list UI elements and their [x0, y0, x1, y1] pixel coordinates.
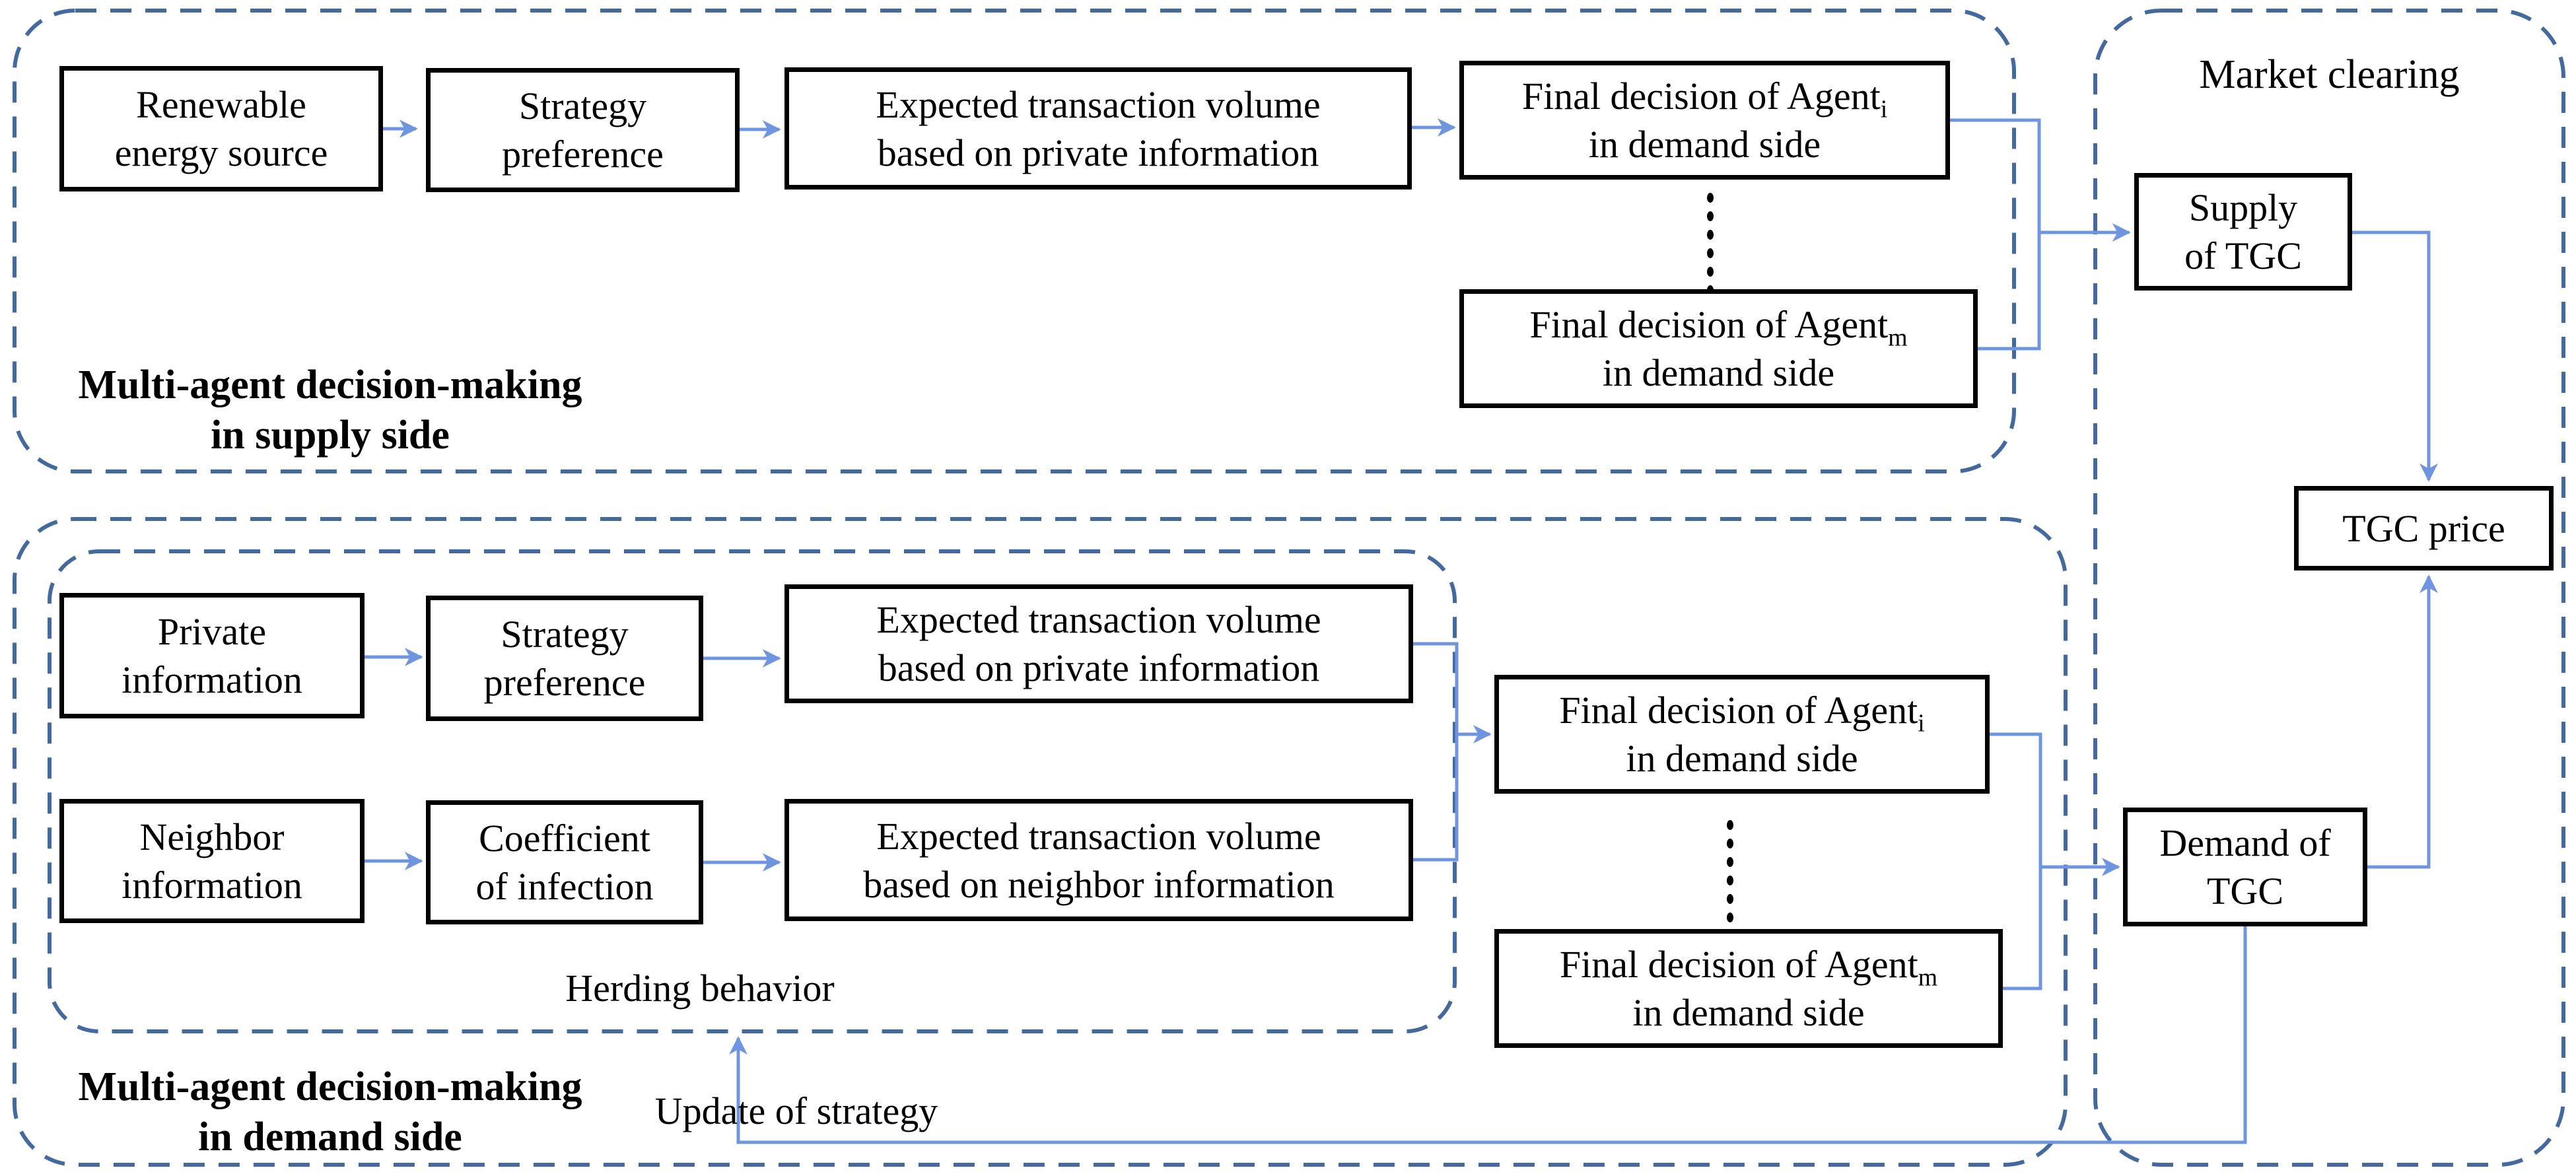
- neighbor-information-box: Neighbor information: [59, 799, 365, 923]
- supply-section-container: [13, 9, 2016, 473]
- box-line: preference: [502, 133, 664, 176]
- demand-of-tgc-box: Demand of TGC: [2123, 808, 2367, 926]
- box-line: information: [122, 658, 302, 701]
- box-line: Strategy: [501, 613, 629, 656]
- box-line: Private: [157, 610, 267, 653]
- supply-of-tgc-box: Supply of TGC: [2134, 173, 2352, 291]
- arrow-demand-tgc-to-price: [2367, 574, 2438, 869]
- box-line: based on neighbor information: [863, 862, 1335, 906]
- herding-behavior-label: Herding behavior: [565, 967, 835, 1010]
- box-line: Demand of: [2159, 821, 2331, 864]
- box-line: Strategy: [518, 85, 647, 127]
- expected-volume-private-supply-box: Expected transaction volume based on pri…: [784, 67, 1412, 190]
- expected-volume-neighbor-demand-box: Expected transaction volume based on nei…: [784, 799, 1413, 921]
- box-line: Final decision of Agentm: [1529, 303, 1908, 352]
- supply-section-label: Multi-agent decision-making in supply si…: [78, 363, 582, 458]
- arrow-supply-tgc-to-price: [2352, 230, 2438, 482]
- box-line: Neighbor: [139, 815, 285, 858]
- box-line: in demand side: [1632, 991, 1865, 1034]
- box-line: Supply: [2188, 186, 2298, 229]
- box-line: Final decision of Agenti: [1521, 75, 1888, 123]
- box-line: Expected transaction volume: [876, 814, 1321, 858]
- agent-subscript: i: [1918, 709, 1925, 738]
- expected-volumes-merge-bus: [1413, 642, 1459, 862]
- final-decision-agent-m-demand-box: Final decision of Agentm in demand side: [1494, 929, 2003, 1048]
- box-line: energy source: [114, 131, 328, 174]
- tgc-price-box: TGC price: [2294, 486, 2554, 570]
- box-line: based on private information: [878, 646, 1320, 689]
- box-line: Final decision of Agenti: [1559, 689, 1925, 738]
- final-decision-agent-i-demand-box: Final decision of Agenti in demand side: [1494, 675, 1990, 794]
- demand-section-container: [13, 517, 2068, 1167]
- box-line: in demand side: [1602, 351, 1835, 394]
- box-line: TGC: [2207, 870, 2283, 913]
- expected-volume-private-demand-box: Expected transaction volume based on pri…: [784, 584, 1413, 703]
- private-information-box: Private information: [59, 593, 365, 718]
- ellipsis-dots-supply: [1707, 193, 1714, 295]
- final-decision-agent-m-supply-box: Final decision of Agentm in demand side: [1459, 289, 1978, 408]
- box-line: Final decision of Agentm: [1559, 943, 1938, 992]
- box-line: Renewable: [136, 83, 306, 126]
- box-line: based on private information: [877, 131, 1319, 174]
- box-line: in demand side: [1626, 737, 1858, 780]
- market-clearing-container: [2093, 9, 2565, 1167]
- box-line: of TGC: [2184, 234, 2302, 277]
- box-line: Coefficient: [479, 817, 650, 860]
- box-line: Expected transaction volume: [876, 598, 1321, 641]
- agent-subscript: m: [1888, 324, 1908, 352]
- herding-behavior-container: [48, 549, 1457, 1033]
- strategy-preference-demand-box: Strategy preference: [426, 596, 703, 721]
- demand-section-label: Multi-agent decision-making in demand si…: [78, 1064, 582, 1159]
- box-line: information: [122, 864, 302, 907]
- strategy-preference-supply-box: Strategy preference: [426, 68, 740, 192]
- renewable-energy-source-box: Renewable energy source: [59, 66, 383, 191]
- box-line: of infection: [475, 865, 654, 908]
- box-line: in demand side: [1588, 123, 1821, 166]
- update-of-strategy-feedback-line: [729, 926, 2247, 1144]
- market-clearing-title: Market clearing: [2199, 52, 2460, 97]
- demand-agents-bus: [1990, 732, 2042, 990]
- box-line: Expected transaction volume: [876, 83, 1321, 126]
- box-line: TGC price: [2342, 506, 2505, 550]
- box-line: preference: [483, 661, 646, 704]
- supply-agents-bus: [1950, 118, 2041, 351]
- update-of-strategy-label: Update of strategy: [654, 1089, 938, 1132]
- coefficient-of-infection-box: Coefficient of infection: [426, 800, 703, 924]
- final-decision-agent-i-supply-box: Final decision of Agenti in demand side: [1459, 61, 1950, 180]
- agent-subscript: m: [1918, 963, 1938, 992]
- ellipsis-dots-demand: [1727, 820, 1733, 922]
- agent-subscript: i: [1880, 95, 1888, 123]
